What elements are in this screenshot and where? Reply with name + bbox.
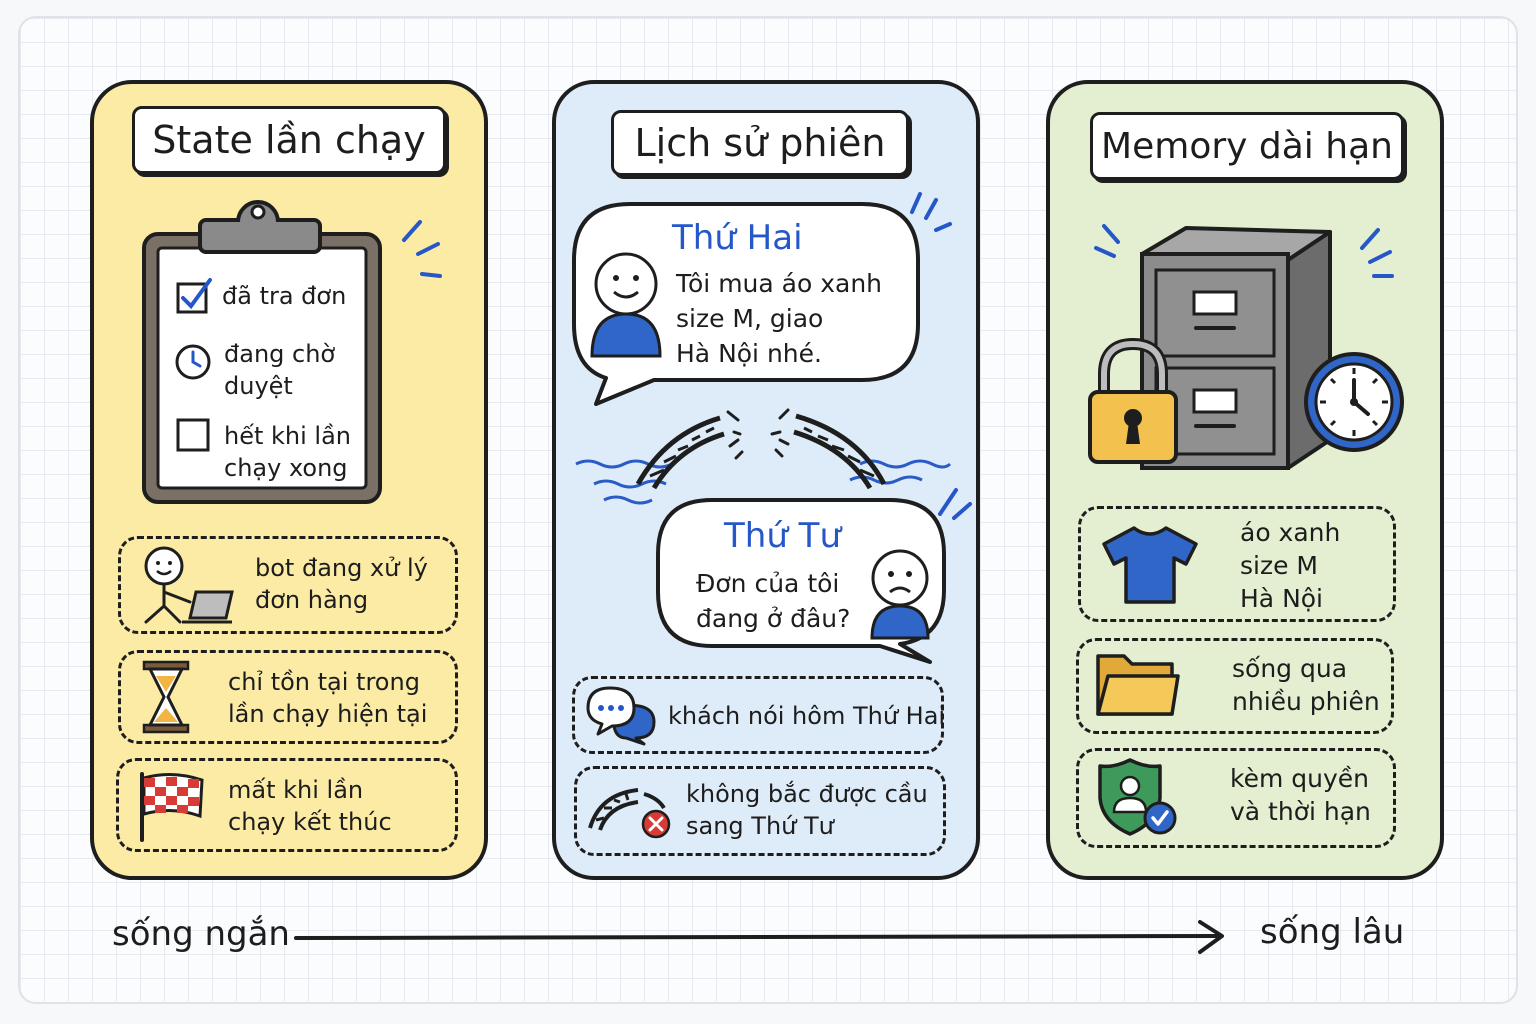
checkered-flag-icon xyxy=(140,772,204,842)
note-box xyxy=(574,766,946,856)
wall-clock-icon xyxy=(1304,352,1404,452)
axis-right-label: sống lâu xyxy=(1260,912,1405,952)
broken-bridge-small-icon xyxy=(588,788,671,839)
note-text: size M xyxy=(1240,551,1318,580)
checklist-item-text: hết khi lần xyxy=(224,422,352,450)
bubble-day-label: Thứ Tư xyxy=(724,516,841,556)
note-text: bot đang xử lý xyxy=(255,554,428,582)
arrow-right-icon xyxy=(294,920,1224,954)
bubble-message-text: Đơn của tôi xyxy=(696,569,840,598)
note-text: mất khi lần xyxy=(228,776,364,804)
note-box xyxy=(572,676,944,754)
folder-icon xyxy=(1096,654,1180,716)
panel-long-term-memory xyxy=(1046,80,1444,880)
note-text: Hà Nội xyxy=(1240,584,1324,613)
note-text: nhiều phiên xyxy=(1232,687,1380,716)
note-box xyxy=(1076,748,1396,848)
sparkle-lines-icon xyxy=(938,488,972,520)
note-box xyxy=(1078,506,1396,622)
sad-customer-icon xyxy=(870,549,930,640)
note-box xyxy=(118,650,458,744)
note-box xyxy=(116,758,458,852)
checklist-item-text: duyệt xyxy=(224,372,293,400)
note-text: áo xanh xyxy=(1240,518,1341,547)
chat-bubbles-icon xyxy=(586,686,656,746)
speech-bubble xyxy=(656,498,946,664)
note-box xyxy=(118,536,458,634)
bubble-message-text: size M, giao xyxy=(676,304,824,333)
panel-title-run-state: State lần chạy xyxy=(132,106,446,174)
happy-customer-icon xyxy=(590,252,662,358)
bubble-day-label: Thứ Hai xyxy=(672,218,803,258)
tshirt-icon xyxy=(1102,526,1198,604)
panel-title-session-history: Lịch sử phiên xyxy=(611,110,909,176)
clock-icon xyxy=(175,344,211,380)
axis-left-label: sống ngắn xyxy=(112,914,290,954)
checklist-item-text: đang chờ xyxy=(224,340,336,368)
checked-box-icon xyxy=(176,278,212,314)
checklist-item-text: chạy xong xyxy=(224,454,348,482)
panel-title-long-term-memory: Memory dài hạn xyxy=(1090,112,1404,180)
note-text: lần chạy hiện tại xyxy=(228,700,428,728)
sparkle-lines-icon xyxy=(1360,228,1394,278)
bubble-message-text: Hà Nội nhé. xyxy=(676,339,822,368)
checklist-item-text: đã tra đơn xyxy=(222,282,347,310)
note-text: sống qua xyxy=(1232,654,1348,683)
note-box xyxy=(1076,638,1394,734)
note-text: đơn hàng xyxy=(255,586,369,614)
sparkle-lines-icon xyxy=(910,192,952,232)
note-text: kèm quyền xyxy=(1230,764,1370,793)
sparkle-lines-icon xyxy=(1094,224,1120,258)
note-text: không bắc được cầu xyxy=(686,780,928,808)
note-text: và thời hạn xyxy=(1230,797,1371,826)
shield-user-icon xyxy=(1098,758,1177,836)
bubble-message-text: đang ở đâu? xyxy=(696,604,851,633)
person-laptop-icon xyxy=(144,546,234,624)
padlock-icon xyxy=(1088,337,1178,464)
empty-box-icon xyxy=(176,418,210,452)
hourglass-icon xyxy=(142,660,190,734)
sparkle-lines-icon xyxy=(402,220,442,278)
note-text: sang Thứ Tư xyxy=(686,812,834,840)
broken-bridge-icon xyxy=(575,408,952,505)
note-text: khách nói hôm Thứ Hai xyxy=(668,702,946,730)
note-text: chỉ tồn tại trong xyxy=(228,668,420,696)
bubble-message-text: Tôi mua áo xanh xyxy=(676,269,883,298)
note-text: chạy kết thúc xyxy=(228,808,392,836)
